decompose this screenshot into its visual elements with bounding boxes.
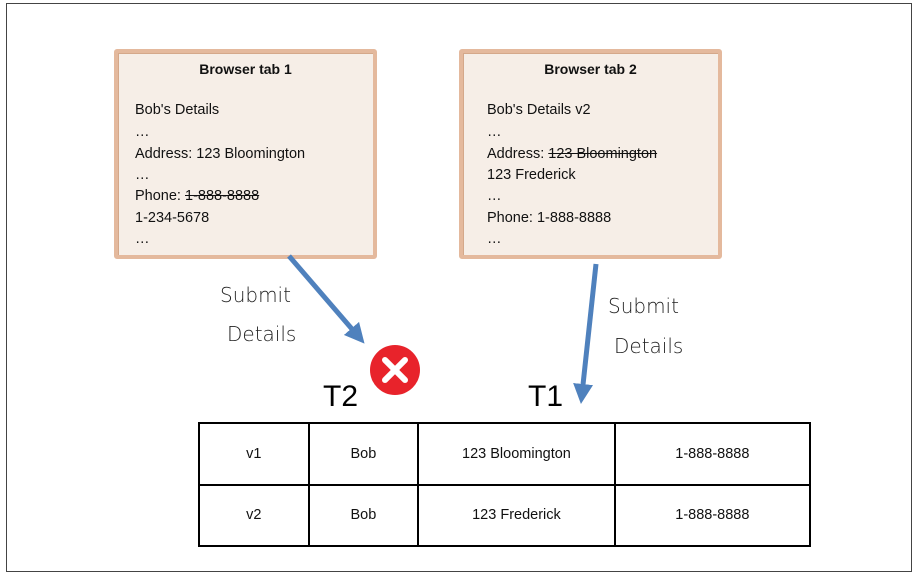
browser-tab-2-card: Browser tab 2 Bob's Details v2 … Address… [459, 49, 722, 259]
address-cell: 123 Bloomington [417, 422, 616, 486]
name-cell: Bob [307, 483, 420, 547]
transaction-t1-label: T1 [528, 380, 564, 413]
tab2-line-name: Bob's Details v2 [487, 102, 591, 118]
x-circle-icon [370, 345, 420, 395]
tab2-line-ellipsis-1: … [487, 124, 502, 140]
browser-tab-1-card: Browser tab 1 Bob's Details … Address: 1… [114, 49, 377, 259]
tab1-line-ellipsis-2: … [135, 167, 150, 183]
tab1-line-name: Bob's Details [135, 102, 220, 118]
table-row: v2 Bob 123 Frederick 1-888-8888 [198, 483, 812, 547]
data-store-table: v1 Bob 123 Bloomington 1-888-8888 v2 Bob… [198, 422, 812, 547]
phone-cell: 1-888-8888 [613, 483, 812, 547]
left-details-label: Details [227, 322, 297, 346]
tab1-line-ellipsis-1: … [135, 124, 150, 140]
tab2-address-old: 123 Bloomington [548, 146, 658, 162]
tab2-address-label: Address: [487, 146, 549, 162]
right-details-label: Details [614, 334, 684, 358]
browser-tab-1-title: Browser tab 1 [199, 61, 292, 77]
version-cell: v1 [198, 422, 310, 486]
address-cell: 123 Frederick [417, 483, 616, 547]
tab1-line-phone: Phone: 1-888-8888 [135, 188, 259, 204]
transaction-t2-label: T2 [323, 380, 359, 413]
name-cell: Bob [307, 422, 420, 486]
tab1-line-phone-new: 1-234-5678 [135, 210, 210, 226]
tab1-line-address: Address: 123 Bloomington [135, 146, 306, 162]
tab2-line-ellipsis-3: … [487, 231, 502, 247]
right-submit-label: Submit [608, 294, 679, 318]
tab1-phone-label: Phone: [135, 188, 185, 204]
tab2-line-ellipsis-2: … [487, 188, 502, 204]
submit-arrow-right [573, 263, 599, 404]
phone-cell: 1-888-8888 [613, 422, 812, 486]
table-row: v1 Bob 123 Bloomington 1-888-8888 [198, 422, 812, 486]
tab2-line-address: Address: 123 Bloomington [487, 146, 657, 162]
left-submit-label: Submit [220, 283, 291, 307]
submit-arrow-left [287, 254, 365, 344]
tab2-line-phone: Phone: 1-888-8888 [487, 210, 612, 226]
browser-tab-2-title: Browser tab 2 [544, 61, 637, 77]
version-cell: v2 [198, 483, 310, 547]
tab1-phone-old: 1-888-8888 [185, 188, 260, 204]
tab1-line-ellipsis-3: … [135, 231, 150, 247]
tab2-line-address-new: 123 Frederick [487, 167, 576, 183]
